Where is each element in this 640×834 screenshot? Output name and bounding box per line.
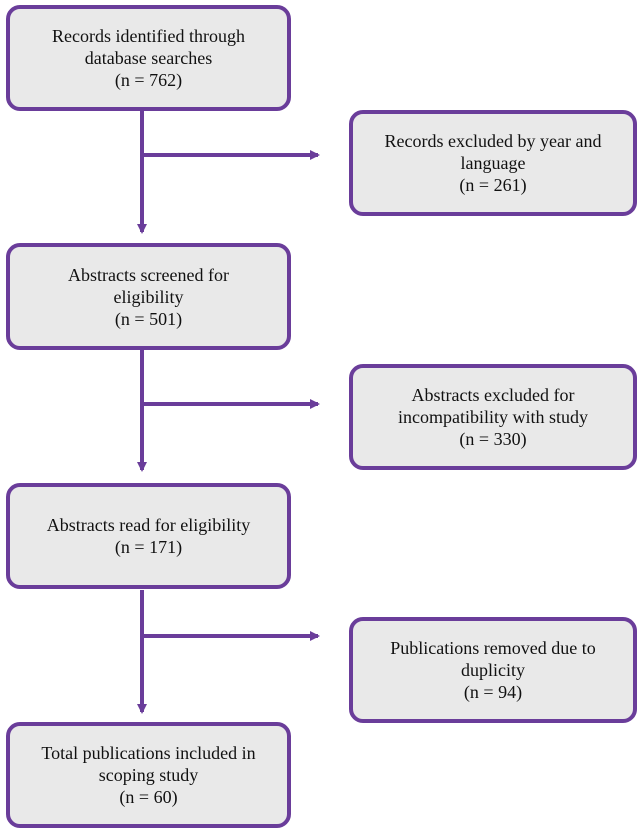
box-text-line: database searches <box>84 48 213 68</box>
box-count: (n = 60) <box>119 787 178 807</box>
abstracts-read-box: Abstracts read for eligibility (n = 171) <box>6 483 291 589</box>
publications-removed-box: Publications removed due to duplicity (n… <box>349 617 637 723</box>
box-count: (n = 501) <box>114 308 183 329</box>
abstracts-excluded-box: Abstracts excluded for incompatibility w… <box>349 364 637 470</box>
abstracts-screened-box: Abstracts screened for eligibility (n = … <box>6 243 291 350</box>
box-count: (n = 330) <box>459 429 527 449</box>
box-text-line: duplicity <box>461 660 525 680</box>
box-text-line: language <box>460 153 526 173</box>
box-count: (n = 171) <box>114 537 183 557</box>
box-count: (n = 762) <box>114 70 183 90</box>
box-text-line: Abstracts excluded for <box>411 385 575 405</box>
records-excluded-box: Records excluded by year and language (n… <box>349 110 637 216</box>
total-included-box: Total publications included in scoping s… <box>6 722 291 828</box>
box-text-line: Publications removed due to <box>390 638 596 658</box>
box-text-line: incompatibility with study <box>398 407 588 427</box>
box-text-line: Records identified through <box>52 26 245 46</box>
box-count: (n = 261) <box>459 175 527 195</box>
box-text-line: Abstracts read for eligibility <box>46 515 251 535</box>
box-text-line: Abstracts screened for <box>68 264 229 285</box>
box-count: (n = 94) <box>463 682 523 702</box>
box-text-line: Records excluded by year and <box>384 131 602 151</box>
records-identified-box: Records identified through database sear… <box>6 5 291 111</box>
box-text-line: Total publications included in <box>41 743 256 763</box>
box-text-line: eligibility <box>113 286 184 307</box>
box-text-line: scoping study <box>98 765 199 785</box>
